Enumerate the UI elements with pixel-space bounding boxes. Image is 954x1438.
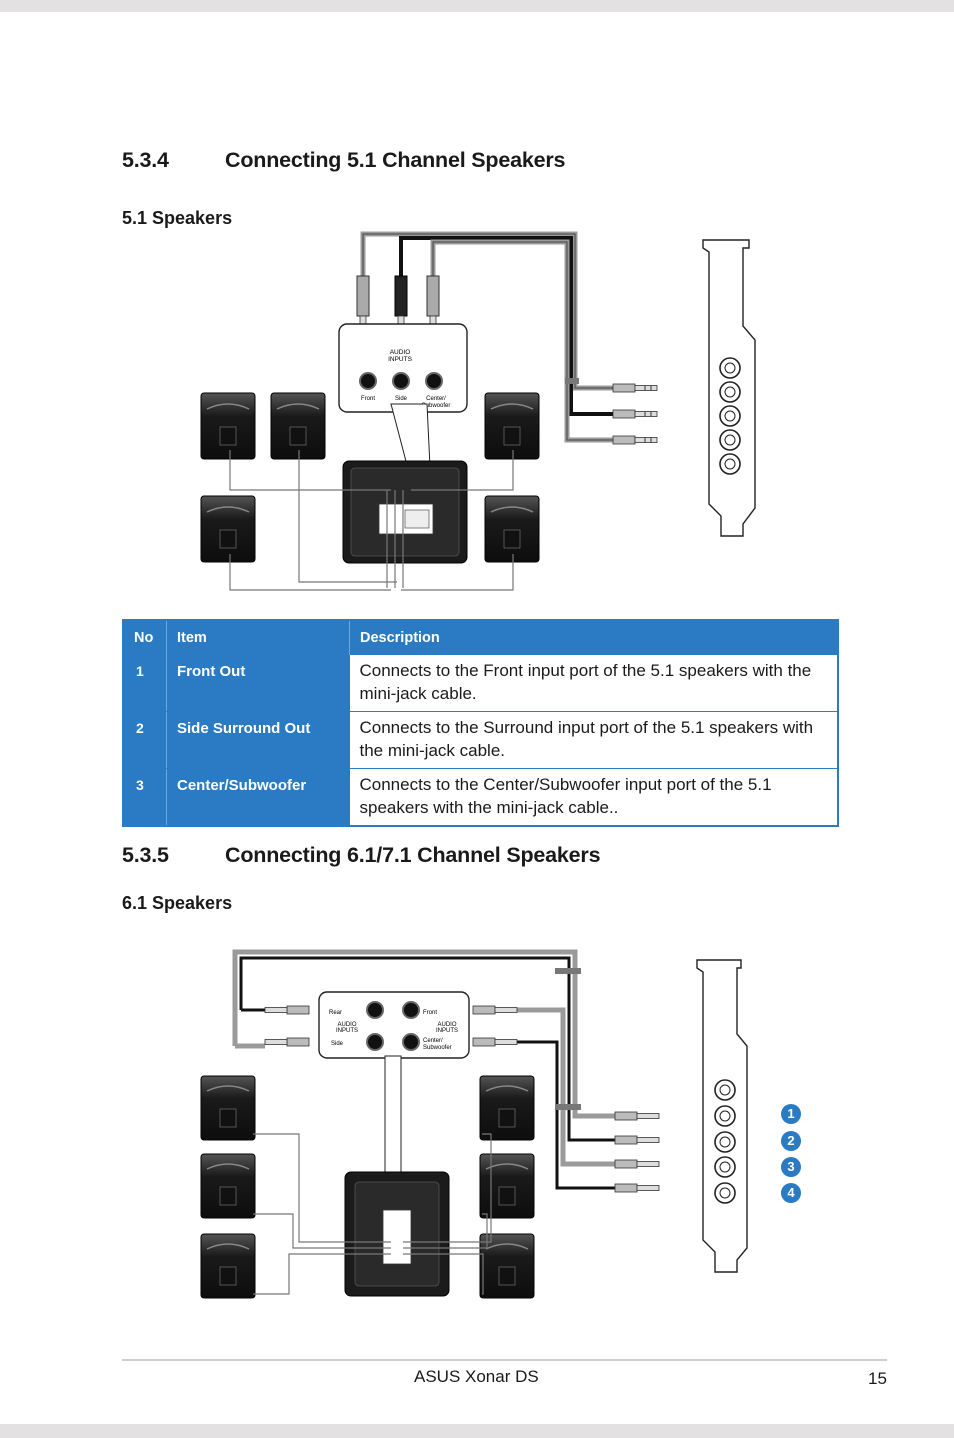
port-center-label-61-1: Center/ <box>423 1038 443 1044</box>
row-item: Side Surround Out <box>166 711 350 769</box>
section-heading-534: 5.3.4 Connecting 5.1 Channel Speakers <box>122 148 722 176</box>
footer-title: ASUS Xonar DS <box>414 1367 539 1386</box>
callout-61-3: 3 <box>781 1157 801 1177</box>
row-description: Connects to the Center/Subwoofer input p… <box>349 768 838 826</box>
row-description: Connects to the Surround input port of t… <box>349 711 838 769</box>
speaker-front-left-61 <box>200 1075 256 1141</box>
speaker-rear-left-61 <box>200 1233 256 1299</box>
diagram-51-speakers: AUDIO INPUTS Front Side Center/ Subwoofe… <box>200 231 756 591</box>
section-number: 5.3.5 <box>122 843 169 867</box>
subheading-51-speakers: 5.1 Speakers <box>122 208 233 228</box>
audio-inputs-label-1: AUDIO <box>390 349 411 356</box>
table-header-row: No Item Description <box>123 620 838 655</box>
audio-inputs-left-1: AUDIO <box>337 1022 356 1028</box>
speaker-front-left <box>200 392 256 460</box>
speaker-surround-right <box>484 495 540 563</box>
speaker-center <box>270 392 326 460</box>
footer-rule <box>122 1359 887 1361</box>
port-center-label-61-2: Subwoofer <box>423 1045 452 1051</box>
header-description: Description <box>349 620 838 655</box>
section-title: Connecting 6.1/7.1 Channel Speakers <box>225 843 601 867</box>
speaker-front-right <box>484 392 540 460</box>
speaker-side-right-61 <box>479 1153 535 1219</box>
port-side-label: Side <box>395 396 408 402</box>
port-side-label-61: Side <box>331 1041 344 1047</box>
port-center-label-1: Center/ <box>426 396 446 402</box>
page-number: 15 <box>868 1369 887 1388</box>
diagram-61-speakers: Rear Side AUDIO INPUTS Front AUDIO INPUT… <box>200 949 748 1299</box>
row-no: 2 <box>123 711 167 769</box>
audio-inputs-right-1: AUDIO <box>437 1022 456 1028</box>
speaker-front-right-61 <box>479 1075 535 1141</box>
table-row: 1 Front Out Connects to the Front input … <box>123 655 838 712</box>
row-description: Connects to the Front input port of the … <box>349 655 838 712</box>
row-no: 1 <box>123 655 167 712</box>
table-row: 3 Center/Subwoofer Connects to the Cente… <box>123 768 838 826</box>
callout-61-1: 1 <box>781 1104 801 1124</box>
audio-inputs-left-2: INPUTS <box>336 1028 358 1034</box>
callout-61-2: 2 <box>781 1131 801 1151</box>
callout-61-4: 4 <box>781 1183 801 1203</box>
header-item: Item <box>166 620 350 655</box>
audio-inputs-label-2: INPUTS <box>388 356 413 363</box>
subheading-61-speakers: 6.1 Speakers <box>122 893 233 913</box>
row-no: 3 <box>123 768 167 826</box>
header-no: No <box>123 620 167 655</box>
table-row: 2 Side Surround Out Connects to the Surr… <box>123 711 838 769</box>
port-front-label-61: Front <box>423 1010 437 1016</box>
audio-inputs-right-2: INPUTS <box>436 1028 458 1034</box>
speaker-side-left-61 <box>200 1153 256 1219</box>
speaker-surround-left <box>200 495 256 563</box>
port-rear-label: Rear <box>329 1010 342 1016</box>
connector-table: No Item Description 1 Front Out Connects… <box>122 619 839 827</box>
speaker-center-61 <box>479 1233 535 1299</box>
section-heading-535: 5.3.5 Connecting 6.1/7.1 Channel Speaker… <box>122 843 722 871</box>
bottom-band <box>0 1424 954 1438</box>
section-title: Connecting 5.1 Channel Speakers <box>225 148 566 172</box>
row-item: Front Out <box>166 655 350 712</box>
section-number: 5.3.4 <box>122 148 169 172</box>
top-band <box>0 0 954 12</box>
row-item: Center/Subwoofer <box>166 768 350 826</box>
port-center-label-2: Subwoofer <box>422 403 451 409</box>
port-front-label: Front <box>361 396 375 402</box>
